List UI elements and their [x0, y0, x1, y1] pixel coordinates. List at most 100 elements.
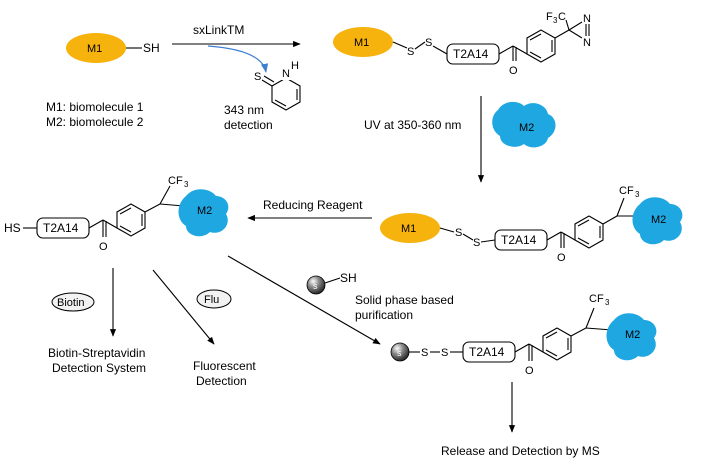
release-label: Release and Detection by MS [441, 444, 600, 458]
m1-s-bond [439, 227, 455, 233]
reagent-label: sxLinkTM [193, 23, 244, 37]
benzene-double-3 [529, 51, 542, 59]
immobilized-product: s S S T2A14 O CF 3 M2 [390, 293, 657, 377]
legend-m2: M2: biomolecule 2 [46, 115, 144, 129]
benzene-double-1 [577, 219, 590, 227]
biotin-tag [51, 292, 95, 312]
flu-label: Flu [204, 294, 219, 306]
benzene-ring [574, 215, 604, 249]
cf3-sub: 3 [635, 190, 640, 199]
diazirine-cn1 [568, 21, 583, 31]
thiol-label: HS [4, 221, 21, 235]
m1-label: M1 [401, 223, 416, 235]
linker-label: T2A14 [501, 233, 537, 247]
diazirine-n1: N [583, 13, 591, 25]
m2-label: M2 [625, 329, 640, 341]
fluorescent-line1: Fluorescent [193, 359, 256, 373]
byproduct-arrow [207, 45, 269, 73]
ring-ch-bond [602, 215, 618, 225]
m2-label: M2 [651, 214, 666, 226]
sulfur-1: S [421, 347, 428, 359]
cf3-main: CF [619, 185, 634, 197]
linker-carbonyl-bond [546, 231, 562, 241]
linker-carbonyl-bond [514, 343, 530, 353]
crosslinked-product: M1 S S T2A14 O CF 3 M2 [380, 185, 683, 264]
reducing-label: Reducing Reagent [263, 198, 363, 212]
thione-ring [271, 77, 301, 111]
thione-double-2 [274, 99, 287, 107]
ring-ch-bond [144, 203, 161, 213]
thione-n-mask [281, 66, 295, 80]
cf3-main: CF [168, 175, 183, 187]
diazirine-cn2 [568, 29, 583, 39]
f3c-c: C [558, 11, 566, 23]
thione-h: H [291, 60, 299, 72]
thione-n: N [282, 68, 290, 80]
solid-bead [306, 275, 326, 295]
detection-label: detection [224, 118, 273, 132]
benzene-double-3 [119, 225, 132, 233]
ketone-o: O [99, 241, 108, 253]
uv-label: UV at 350-360 nm [364, 118, 461, 132]
linker-carbonyl-bond [88, 219, 104, 229]
linker-label: T2A14 [469, 345, 505, 359]
detection-wavelength: 343 nm [224, 103, 264, 117]
sulfur-2: S [473, 237, 480, 249]
bead-s-bond [324, 277, 341, 284]
m2-blob [632, 197, 683, 245]
m2-label: M2 [197, 205, 212, 217]
benzene-double-1 [545, 331, 558, 339]
linker-label: T2A14 [43, 221, 79, 235]
benzene-double-1 [529, 33, 542, 41]
ketone-o: O [557, 252, 566, 264]
flu-tag [196, 289, 232, 309]
ring-diazirine-bond [554, 29, 570, 39]
solid-phase-thiol: s SH [306, 271, 357, 295]
m1-ellipse [66, 33, 126, 63]
s-linker-bond [480, 239, 496, 243]
ketone-o: O [525, 365, 534, 377]
f3c-f: F [546, 11, 553, 23]
m2-label: M2 [519, 122, 534, 134]
linker-carbonyl-bond [498, 45, 514, 55]
bead-label: s [397, 348, 402, 358]
ring-ch-bond [570, 327, 587, 337]
thione-cs [261, 79, 273, 87]
arrow-to-solid-phase [227, 255, 381, 345]
ch-cf3-bond [616, 197, 625, 217]
biotin-label: Biotin [57, 297, 85, 309]
sulfur-1: S [455, 227, 462, 239]
thiol-label: SH [340, 271, 357, 285]
sulfur-1: S [407, 46, 414, 58]
solid-phase-line1: Solid phase based [355, 293, 454, 307]
legend-m1: M1: biomolecule 1 [46, 100, 144, 114]
sulfur-2: S [425, 37, 432, 49]
benzene-ring [542, 327, 572, 361]
f3c-sub: 3 [553, 16, 558, 25]
thione-cs-2 [263, 75, 275, 83]
sulfur-2: S [441, 347, 448, 359]
m1-s-bond [392, 41, 408, 49]
diazirine-cf3-bond [565, 19, 570, 31]
m2-blob [492, 101, 556, 148]
benzene-ring [116, 203, 146, 237]
benzene-double-1 [119, 207, 132, 215]
diazirine-n2: N [583, 37, 591, 49]
disulfide-bond [462, 233, 474, 241]
carbonyl-ring-bond [528, 343, 544, 353]
thiol-label: SH [143, 41, 160, 55]
disulfide-bond [414, 41, 426, 50]
biotin-system-line2: Detection System [52, 361, 146, 375]
cf3-sub: 3 [605, 298, 610, 307]
benzene-ring [526, 29, 556, 63]
carbonyl-ring-bond [560, 231, 576, 241]
m1-label: M1 [87, 43, 102, 55]
m1-thiol: M1 SH [66, 33, 160, 63]
m2-blob [606, 313, 657, 361]
thione-s: S [254, 71, 261, 83]
m1-linker-diazirine: M1 S S T2A14 O F 3 C N N [333, 11, 591, 77]
benzene-double-3 [577, 237, 590, 245]
carbonyl-ring-bond [102, 219, 118, 229]
carbonyl-ring-bond [512, 45, 528, 55]
